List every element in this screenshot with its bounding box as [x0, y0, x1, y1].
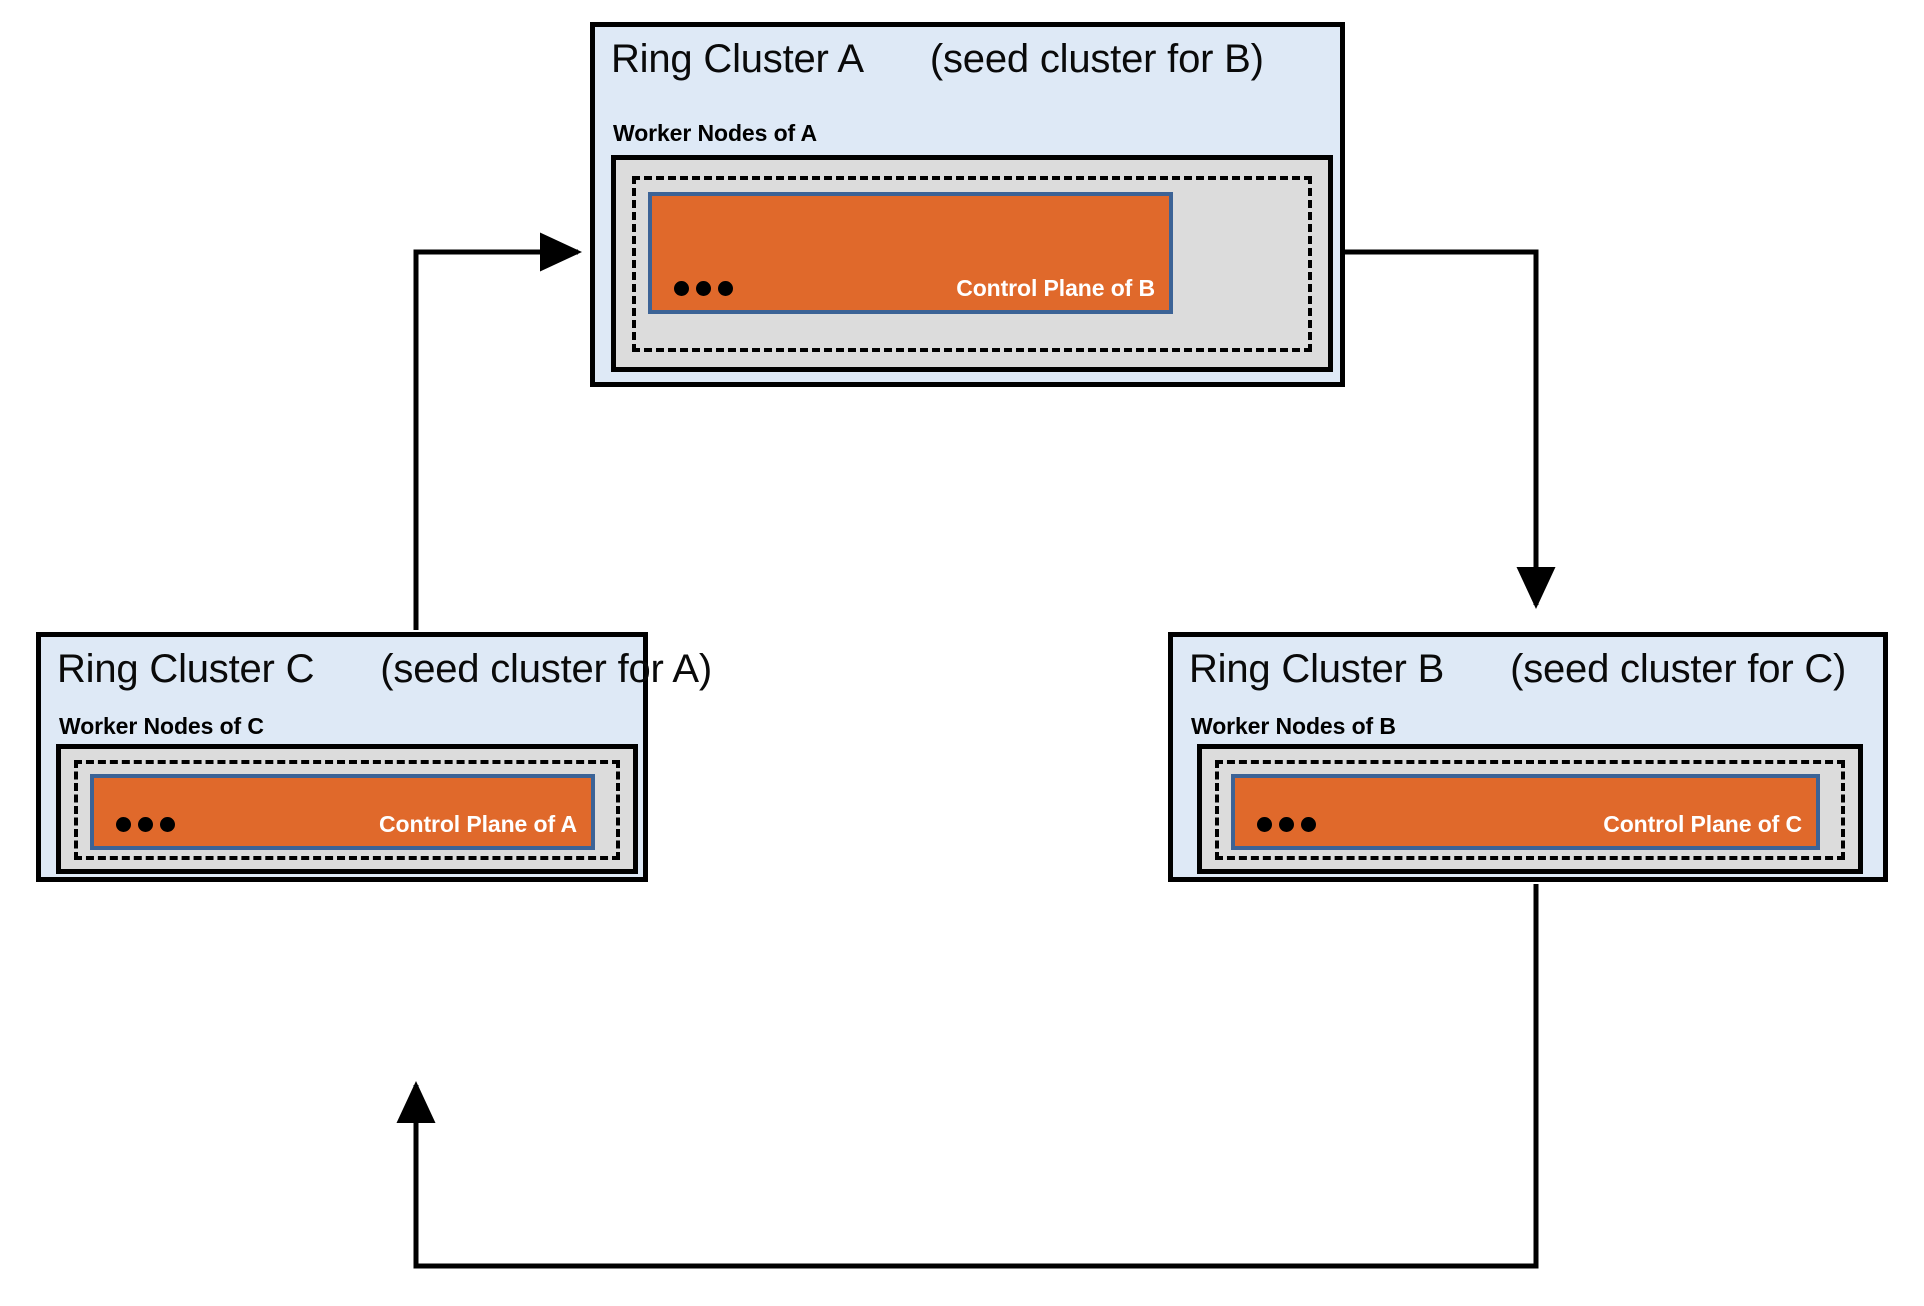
worker-nodes-label-c: Worker Nodes of C: [59, 713, 264, 739]
ring-cluster-b[interactable]: Ring Cluster B (seed cluster for C) Worke…: [1168, 632, 1888, 882]
arrow-b-to-c: [396, 884, 1539, 1269]
worker-nodes-label-a: Worker Nodes of A: [613, 120, 818, 146]
cluster-b-seed-note: (seed cluster for C): [1510, 647, 1847, 691]
cluster-c-name: Ring Cluster C: [57, 647, 315, 691]
cluster-a-title: Ring Cluster A (seed cluster for B): [611, 37, 1264, 82]
cluster-a-name: Ring Cluster A: [611, 37, 864, 81]
cluster-a-seed-note: (seed cluster for B): [929, 37, 1264, 81]
arrow-c-to-a: [413, 232, 583, 630]
worker-nodes-box-b: Control Plane of C: [1197, 744, 1863, 874]
node-group-dashed-b: Control Plane of C: [1215, 760, 1845, 860]
node-group-dashed-a: Control Plane of B: [632, 176, 1312, 352]
cluster-b-name: Ring Cluster B: [1189, 647, 1445, 691]
worker-nodes-label-b: Worker Nodes of B: [1191, 713, 1396, 739]
ellipsis-dots-b: [1257, 817, 1316, 832]
ellipsis-dots-c: [116, 817, 175, 832]
worker-nodes-box-a: Control Plane of B: [611, 155, 1333, 372]
arrow-a-to-b: [1345, 249, 1556, 610]
ring-cluster-a[interactable]: Ring Cluster A (seed cluster for B) Worke…: [590, 22, 1345, 387]
cluster-b-title: Ring Cluster B (seed cluster for C): [1189, 647, 1846, 692]
ellipsis-dots-a: [674, 281, 733, 296]
control-plane-box-b[interactable]: Control Plane of C: [1231, 774, 1820, 850]
control-plane-box-c[interactable]: Control Plane of A: [90, 774, 595, 850]
ring-cluster-c[interactable]: Ring Cluster C (seed cluster for A) Worke…: [36, 632, 712, 882]
worker-nodes-box-c: Control Plane of A: [56, 744, 638, 874]
control-plane-box-a[interactable]: Control Plane of B: [648, 192, 1173, 314]
cluster-c-seed-note: (seed cluster for A): [380, 647, 712, 691]
control-plane-label-b: Control Plane of C: [1603, 811, 1802, 837]
node-group-dashed-c: Control Plane of A: [74, 760, 620, 860]
cluster-c-title: Ring Cluster C (seed cluster for A): [57, 647, 712, 692]
control-plane-label-a: Control Plane of B: [956, 275, 1155, 301]
control-plane-label-c: Control Plane of A: [379, 811, 577, 837]
